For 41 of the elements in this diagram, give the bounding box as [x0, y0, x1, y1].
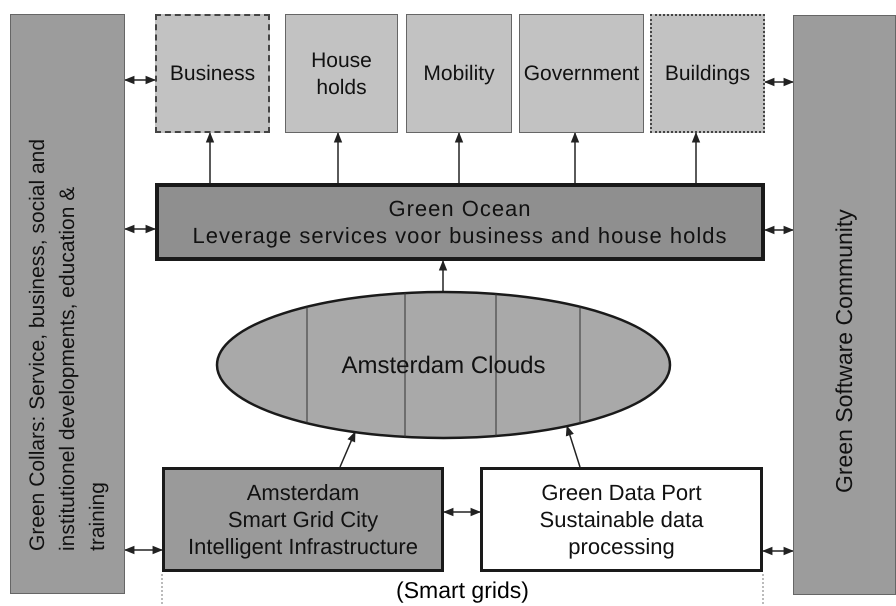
node-label: Smart Grid City [226, 506, 380, 533]
node-label: Intelligent Infrastructure [187, 533, 419, 560]
node-label: Buildings [664, 61, 752, 87]
arrow [124, 546, 164, 554]
node-title: Green Ocean [387, 195, 533, 222]
arrow [438, 260, 448, 292]
infrastructure-box [162, 467, 444, 572]
sector-box [519, 14, 644, 133]
bracket-label: (Smart grids) [395, 576, 530, 604]
node-label: Business [168, 61, 256, 87]
node-title: Green Data Port [540, 479, 703, 506]
arrow [692, 132, 700, 183]
sector-box [155, 14, 270, 133]
node-label: House holds [310, 48, 373, 100]
panel-label: Green Software Community [830, 208, 858, 493]
cloud-ellipse [215, 290, 672, 440]
sector-box [285, 14, 398, 133]
arrow [570, 132, 580, 183]
side-panel [793, 15, 896, 595]
side-panel [10, 14, 125, 594]
arrow [334, 132, 342, 183]
sector-box [650, 14, 765, 133]
node-label: Mobility [422, 61, 496, 87]
arrow [566, 425, 581, 468]
service-layer-box [155, 183, 765, 261]
panel-label: Green Collars: Service, business, social and institutionel developments, education & training [25, 138, 110, 551]
arrow [442, 508, 482, 516]
node-title: Amsterdam [246, 479, 360, 506]
arrow [764, 78, 794, 86]
arrow [339, 431, 356, 468]
arrow [124, 224, 156, 234]
arrow [124, 76, 156, 84]
arrow [764, 226, 794, 234]
arrow [206, 132, 214, 183]
data-port-box [480, 467, 763, 572]
node-label: Leverage services voor business and house holds [192, 222, 728, 249]
node-label: Sustainable data processing [538, 506, 704, 560]
node-label: Government [522, 61, 640, 87]
sector-box [406, 14, 512, 133]
arrow [762, 546, 794, 556]
arrow [454, 132, 464, 183]
